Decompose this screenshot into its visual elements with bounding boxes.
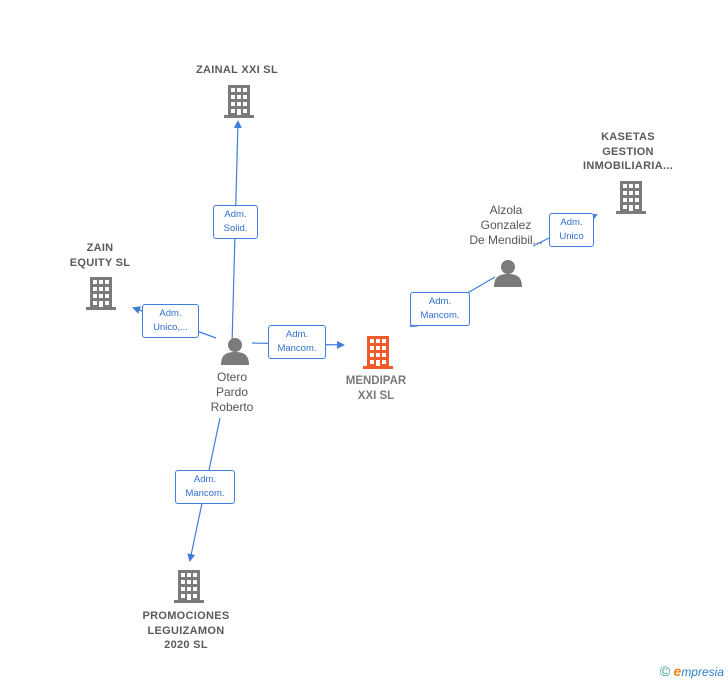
company-label-zainal[interactable]: ZAINAL XXI SL xyxy=(196,64,278,76)
building-icon[interactable] xyxy=(174,570,204,603)
relation-label-alzola-kasetas[interactable]: Adm. Unico xyxy=(549,213,594,247)
copyright-symbol: © xyxy=(659,663,671,679)
relation-label-otero-zainal[interactable]: Adm. Solid. xyxy=(213,205,258,239)
relation-label-alzola-mendipar[interactable]: Adm. Mancom. xyxy=(410,292,470,326)
building-icon[interactable] xyxy=(86,277,116,310)
brand-logo-initial: e xyxy=(673,663,682,679)
company-label-kasetas[interactable]: KASETAS GESTION INMOBILIARIA... xyxy=(582,131,674,172)
company-label-mendipar[interactable]: MENDIPAR XXI SL xyxy=(345,375,407,402)
building-icon[interactable] xyxy=(224,85,254,118)
person-label-otero[interactable]: Otero Pardo Roberto xyxy=(210,370,254,414)
relation-label-otero-zain[interactable]: Adm. Unico,... xyxy=(142,304,199,338)
person-label-alzola[interactable]: Alzola Gonzalez De Mendibil... xyxy=(469,203,543,247)
person-icon[interactable] xyxy=(494,260,522,287)
building-icon[interactable] xyxy=(363,336,393,369)
relation-label-otero-promociones[interactable]: Adm. Mancom. xyxy=(175,470,235,504)
company-label-zain[interactable]: ZAIN EQUITY SL xyxy=(69,242,131,269)
person-icon[interactable] xyxy=(221,338,249,365)
relation-label-otero-mendipar[interactable]: Adm. Mancom. xyxy=(268,325,326,359)
brand-footer: © empresia xyxy=(660,663,724,679)
company-label-promociones[interactable]: PROMOCIONES LEGUIZAMON 2020 SL xyxy=(142,610,230,651)
brand-logo-text: mpresia xyxy=(681,665,724,679)
building-icon[interactable] xyxy=(616,181,646,214)
